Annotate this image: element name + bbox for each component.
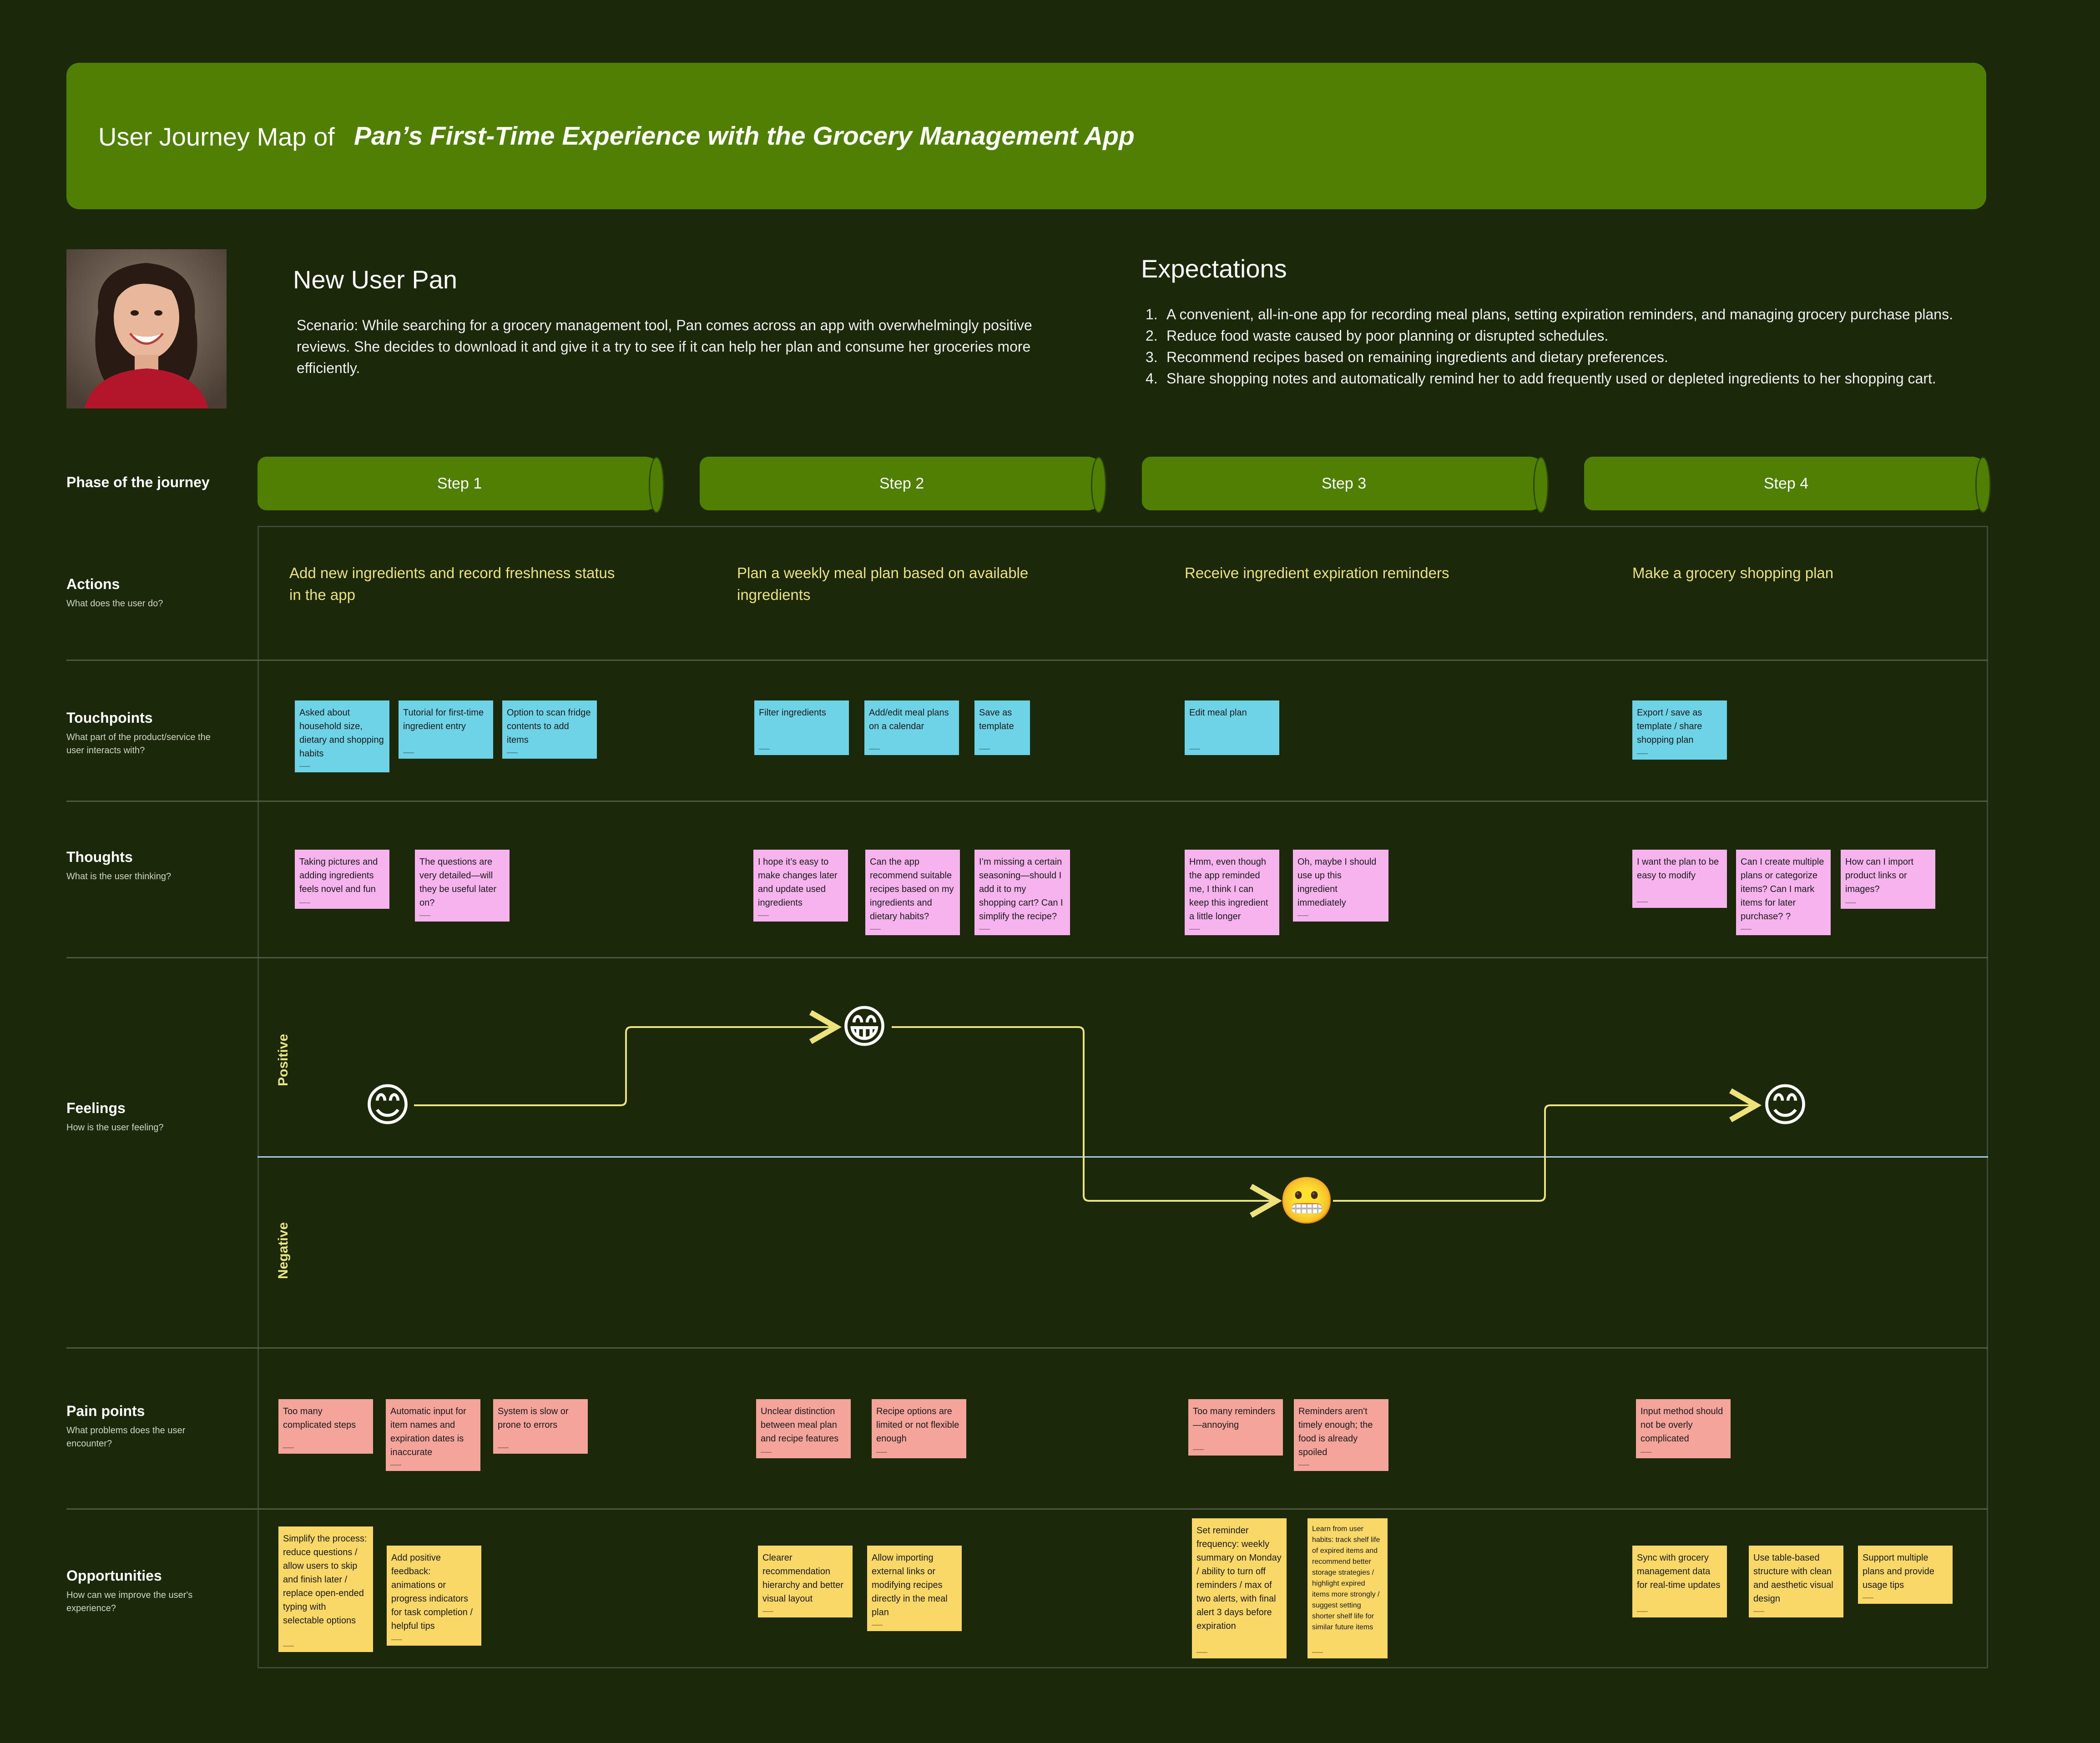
- thought-note[interactable]: Can the app recommend suitable recipes b…: [865, 850, 960, 935]
- expectations-title: Expectations: [1141, 254, 1287, 283]
- step-2-banner: Step 2: [700, 457, 1106, 513]
- thought-note[interactable]: I hope it’s easy to make changes later a…: [753, 850, 848, 922]
- title-banner: [66, 63, 1986, 209]
- pain-point-note[interactable]: System is slow or prone to errors: [493, 1399, 588, 1454]
- feelings-segment: [414, 1010, 842, 1106]
- touchpoint-note[interactable]: Filter ingredients: [754, 700, 849, 755]
- expectations-list: 1.A convenient, all-in-one app for recor…: [1146, 304, 1974, 389]
- row-divider: [66, 1508, 1988, 1510]
- row-divider: [66, 957, 1988, 958]
- page-title-prefix: User Journey Map of: [98, 122, 335, 151]
- step-4-banner: Step 4: [1584, 457, 1991, 513]
- touchpoint-note[interactable]: Export / save as template / share shoppi…: [1632, 700, 1727, 760]
- persona-avatar: [66, 249, 227, 408]
- action-step-2: Plan a weekly meal plan based on availab…: [737, 564, 1029, 603]
- touchpoint-note[interactable]: Option to scan fridge contents to add it…: [502, 700, 597, 759]
- thought-note[interactable]: Taking pictures and adding ingredients f…: [295, 850, 389, 909]
- row-label-pain-points: Pain points What problems does the user …: [66, 1403, 186, 1449]
- opportunity-note[interactable]: Set reminder frequency: weekly summary o…: [1192, 1518, 1287, 1658]
- pain-point-note[interactable]: Too many reminders—annoying: [1188, 1399, 1283, 1456]
- touchpoint-note[interactable]: Save as template: [974, 700, 1030, 755]
- pain-point-note[interactable]: Reminders aren't timely enough; the food…: [1294, 1399, 1388, 1471]
- touchpoint-note[interactable]: Add/edit meal plans on a calendar: [864, 700, 959, 755]
- row-label-opportunities: Opportunities How can we improve the use…: [66, 1567, 193, 1613]
- persona-scenario: Scenario: While searching for a grocery …: [297, 317, 1032, 376]
- persona-photo-icon: [66, 249, 227, 408]
- feelings-neutral-line: [257, 1156, 1988, 1158]
- action-step-4: Make a grocery shopping plan: [1632, 564, 1834, 581]
- row-label-thoughts: Thoughts What is the user thinking?: [66, 849, 172, 882]
- feelings-segment: [1333, 1088, 1762, 1202]
- pain-point-note[interactable]: Too many complicated steps: [278, 1399, 373, 1454]
- touchpoint-note[interactable]: Edit meal plan: [1185, 700, 1279, 755]
- journey-grid: [257, 526, 1988, 1668]
- pain-point-note[interactable]: Recipe options are limited or not flexib…: [872, 1399, 966, 1458]
- thought-note[interactable]: How can I import product links or images…: [1841, 850, 1935, 909]
- grinning-face-icon: 😁: [840, 1000, 888, 1053]
- row-divider: [66, 660, 1988, 661]
- thought-note[interactable]: Hmm, even though the app reminded me, I …: [1185, 850, 1279, 935]
- thought-note[interactable]: Oh, maybe I should use up this ingredien…: [1293, 850, 1388, 922]
- persona-name: New User Pan: [293, 265, 458, 294]
- row-divider: [66, 801, 1988, 802]
- thought-note[interactable]: The questions are very detailed—will the…: [415, 850, 510, 922]
- expectation-item: 1.A convenient, all-in-one app for recor…: [1146, 306, 1953, 322]
- action-step-1: Add new ingredients and record freshness…: [289, 564, 615, 603]
- opportunity-note[interactable]: Learn from user habits: track shelf life…: [1307, 1518, 1388, 1658]
- expectation-item: 4.Share shopping notes and automatically…: [1146, 370, 1936, 387]
- grimacing-face-icon: 😬: [1278, 1174, 1335, 1227]
- pain-point-note[interactable]: Input method should not be overly compli…: [1636, 1399, 1731, 1458]
- row-label-touchpoints: Touchpoints What part of the product/ser…: [66, 710, 211, 756]
- touchpoint-note[interactable]: Tutorial for first-time ingredient entry: [399, 700, 493, 759]
- step-3-banner: Step 3: [1142, 457, 1549, 513]
- smiling-face-icon: 😊: [1761, 1078, 1809, 1132]
- touchpoint-note[interactable]: Asked about household size, dietary and …: [295, 700, 389, 772]
- opportunity-note[interactable]: Support multiple plans and provide usage…: [1858, 1546, 1953, 1604]
- action-step-3: Receive ingredient expiration reminders: [1185, 564, 1449, 581]
- opportunity-note[interactable]: Allow importing external links or modify…: [867, 1546, 962, 1631]
- opportunity-note[interactable]: Add positive feedback: animations or pro…: [387, 1546, 481, 1646]
- step-1-banner: Step 1: [257, 457, 664, 513]
- smiling-face-icon: 😊: [363, 1078, 412, 1132]
- thought-note[interactable]: Can I create multiple plans or categoriz…: [1736, 850, 1831, 935]
- expectation-item: 2.Reduce food waste caused by poor plann…: [1146, 327, 1609, 344]
- thought-note[interactable]: I’m missing a certain seasoning—should I…: [974, 850, 1070, 935]
- opportunity-note[interactable]: Clearer recommendation hierarchy and bet…: [758, 1546, 853, 1617]
- row-divider: [66, 1347, 1988, 1349]
- row-label-phase: Phase of the journey: [66, 474, 210, 490]
- feelings-segment: [892, 1026, 1282, 1218]
- thought-note[interactable]: I want the plan to be easy to modify: [1632, 850, 1727, 908]
- opportunity-note[interactable]: Sync with grocery management data for re…: [1632, 1546, 1727, 1617]
- pain-point-note[interactable]: Unclear distinction between meal plan an…: [756, 1399, 851, 1458]
- opportunity-note[interactable]: Simplify the process: reduce questions /…: [278, 1526, 373, 1652]
- pain-point-note[interactable]: Automatic input for item names and expir…: [386, 1399, 480, 1471]
- row-label-actions: Actions What does the user do?: [66, 576, 163, 609]
- opportunity-note[interactable]: Use table-based structure with clean and…: [1749, 1546, 1843, 1617]
- row-label-feelings: Feelings How is the user feeling?: [66, 1100, 164, 1133]
- expectation-item: 3.Recommend recipes based on remaining i…: [1146, 349, 1668, 365]
- page-title: Pan’s First-Time Experience with the Gro…: [354, 121, 1135, 151]
